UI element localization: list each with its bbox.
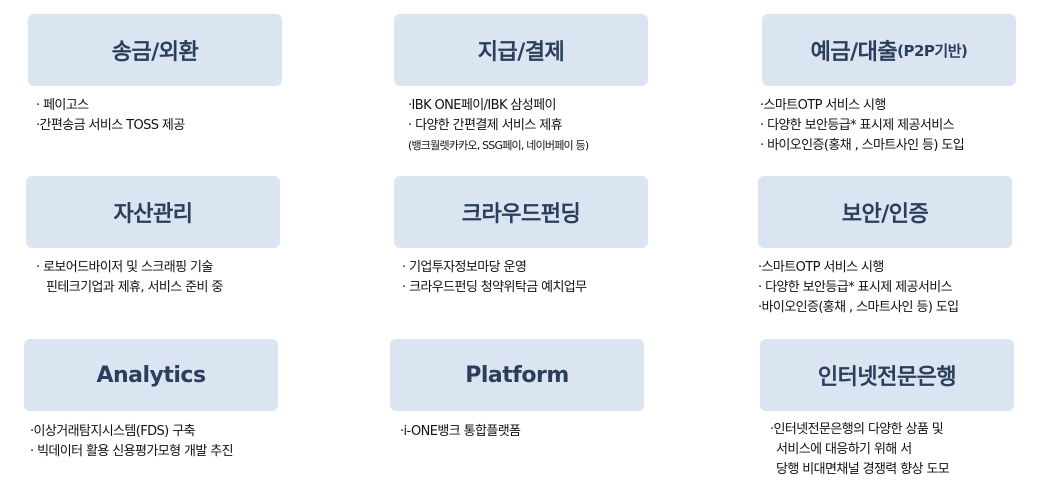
category-items-remittance: · 페이고스 ·간편송금 서비스 TOSS 제공 bbox=[36, 96, 185, 136]
category-items-analytics: ·이상거래탐지시스템(FDS) 구축 · 빅데이터 활용 신용평가모형 개발 추… bbox=[30, 422, 234, 462]
list-item: · 다양한 보안등급* 표시제 제공서비스 bbox=[758, 280, 953, 295]
list-item: · 다양한 간편결제 서비스 제휴 bbox=[408, 118, 563, 133]
list-item: 당행 비대면채널 경쟁력 향상 도모 bbox=[776, 462, 950, 477]
list-item: · 로보어드바이저 및 스크래핑 기술 bbox=[36, 260, 213, 275]
category-title: 크라우드펀딩 bbox=[461, 202, 581, 227]
category-items-security: ·스마트OTP 서비스 시행 · 다양한 보안등급* 표시제 제공서비스 ·바이… bbox=[758, 258, 959, 318]
category-box-payment: 지급/결제 bbox=[394, 14, 648, 86]
list-item: ·이상거래탐지시스템(FDS) 구축 bbox=[30, 424, 196, 439]
category-title: 예금/대출 bbox=[810, 40, 898, 65]
list-item: · 빅데이터 활용 신용평가모형 개발 추진 bbox=[30, 444, 234, 459]
category-title: Analytics bbox=[96, 362, 206, 388]
list-item: ·스마트OTP 서비스 시행 bbox=[758, 260, 884, 275]
category-box-crowdfunding: 크라우드펀딩 bbox=[394, 176, 648, 248]
list-item: · 페이고스 bbox=[36, 98, 89, 113]
list-item: ·간편송금 서비스 TOSS 제공 bbox=[36, 118, 185, 133]
list-item: 핀테크기업과 제휴, 서비스 준비 중 bbox=[46, 280, 223, 295]
list-item: · 크라우드펀딩 청약위탁금 예치업무 bbox=[402, 280, 587, 295]
list-item: · 기업투자정보마당 운영 bbox=[402, 260, 527, 275]
list-item: 서비스에 대응하기 위해 서 bbox=[776, 442, 912, 457]
list-item: ·스마트OTP 서비스 시행 bbox=[760, 98, 886, 113]
list-item: ·IBK ONE페이/IBK 삼성페이 bbox=[408, 98, 556, 113]
category-box-internet-bank: 인터넷전문은행 bbox=[760, 339, 1014, 411]
category-box-asset-management: 자산관리 bbox=[26, 176, 280, 248]
category-items-internet-bank: ·인터넷전문은행의 다양한 상품 및 서비스에 대응하기 위해 서 당행 비대면… bbox=[770, 420, 950, 480]
category-box-remittance: 송금/외환 bbox=[28, 14, 282, 86]
category-title: 자산관리 bbox=[113, 202, 193, 227]
category-box-security: 보안/인증 bbox=[758, 176, 1012, 248]
category-box-platform: Platform bbox=[390, 339, 644, 411]
category-box-analytics: Analytics bbox=[24, 339, 278, 411]
category-title: 지급/결제 bbox=[477, 40, 565, 65]
category-items-payment: ·IBK ONE페이/IBK 삼성페이 · 다양한 간편결제 서비스 제휴 (뱅… bbox=[408, 96, 589, 156]
category-items-deposit-loan: ·스마트OTP 서비스 시행 · 다양한 보안등급* 표시제 제공서비스 · 바… bbox=[760, 96, 965, 156]
category-items-asset-management: · 로보어드바이저 및 스크래핑 기술 핀테크기업과 제휴, 서비스 준비 중 bbox=[36, 258, 223, 298]
category-title: Platform bbox=[465, 362, 569, 388]
category-box-deposit-loan: 예금/대출(P2P기반) bbox=[762, 14, 1016, 86]
list-item: · 바이오인증(홍채 , 스마트사인 등) 도입 bbox=[760, 138, 965, 153]
category-title: 인터넷전문은행 bbox=[817, 365, 957, 390]
category-title-suffix: (P2P기반) bbox=[897, 41, 968, 60]
list-item: ·인터넷전문은행의 다양한 상품 및 bbox=[770, 422, 944, 437]
category-title: 보안/인증 bbox=[841, 202, 929, 227]
list-item: · 다양한 보안등급* 표시제 제공서비스 bbox=[760, 118, 955, 133]
list-item: ·바이오인증(홍채 , 스마트사인 등) 도입 bbox=[758, 300, 959, 315]
list-item: (뱅크월렛카카오, SSG페이, 네이버페이 등) bbox=[408, 139, 589, 152]
category-items-platform: ·i-ONE뱅크 통합플랫폼 bbox=[400, 422, 521, 442]
category-items-crowdfunding: · 기업투자정보마당 운영 · 크라우드펀딩 청약위탁금 예치업무 bbox=[402, 258, 587, 298]
list-item: ·i-ONE뱅크 통합플랫폼 bbox=[400, 424, 521, 439]
category-title: 송금/외환 bbox=[111, 40, 199, 65]
